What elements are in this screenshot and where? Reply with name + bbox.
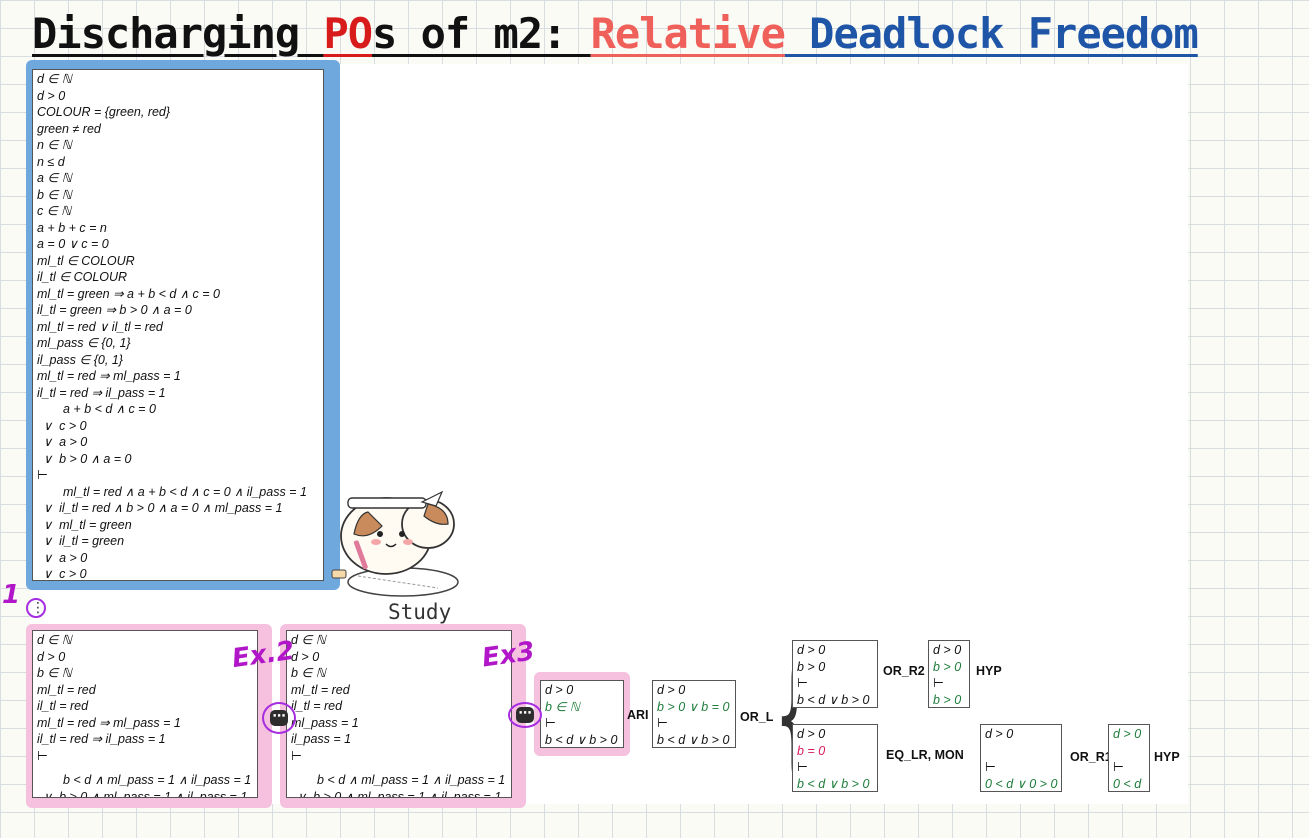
main-sequent: d ∈ ℕ d > 0 COLOUR = {green, red} green ≠ r… [32,69,324,581]
sequent-line: il_tl = green ⇒ b > 0 ∧ a = 0 [37,303,192,317]
sequent-branch2: d > 0 b = 0 ⊢ b < d ∨ b > 0 [792,724,878,792]
sequent-ari-input: d > 0 b ∈ ℕ ⊢ b < d ∨ b > 0 [540,680,624,748]
annotation-ex1: 1 [2,580,21,610]
seq2-goal-line: b < d ∧ ml_pass = 1 ∧ il_pass = 1 [63,773,252,787]
dog-sticker-image [331,490,459,597]
sequent-line: ml_tl ∈ COLOUR [37,253,135,268]
sequent-line: ∨ b > 0 ∧ a = 0 [43,451,132,466]
sequent-line: ml_tl = red ⇒ ml_pass = 1 [37,369,181,383]
sequent-line: ∨ ml_tl = green [43,517,132,532]
sequent-line: ml_tl = green ⇒ a + b < d ∧ c = 0 [37,286,220,301]
sequent-ex2: d ∈ ℕ d > 0 b ∈ ℕ ml_tl = red il_tl = red ml_… [32,630,258,798]
sequent-line: n ∈ ℕ [37,138,72,152]
sequent-line: d ∈ ℕ [37,72,72,86]
sequent-line: COLOUR = {green, red} [37,105,171,119]
ellipsis-icon-2[interactable]: ⋯ [270,710,288,726]
page-title: Discharging POs of m2: Relative Deadlock… [32,9,1199,58]
sequent-branch2-result: d > 0 ⊢ 0 < d [1108,724,1150,792]
sequent-line: d > 0 [37,88,66,103]
sequent-line: ∨ a > 0 [43,435,88,449]
turnstile: ⊢ [37,468,48,482]
seq3-hypotheses: d ∈ ℕ d > 0 b ∈ ℕ ml_tl = red il_tl = red ml_… [291,632,507,748]
vertical-dots-icon[interactable]: ⋮ [31,600,45,616]
turnstile: ⊢ [37,748,48,763]
study-caption: Study [388,600,452,624]
sequent-line: d ∈ ℕ [37,633,72,647]
sequent-line: ∨ c > 0 [43,567,87,581]
sequent-line: b ∈ ℕ [37,666,72,680]
sequent-branch2-mid: d > 0 ⊢ 0 < d ∨ 0 > 0 [980,724,1062,792]
rule-or-l: OR_L [740,710,774,724]
sequent-line: il_tl = red ⇒ il_pass = 1 [37,385,166,400]
guard-line: a + b < d ∧ c = 0 [63,402,156,416]
sequent-line: ml_tl = red [291,682,350,697]
seq2-goal-disjunct: ∨ b > 0 ∧ ml_pass = 1 ∧ il_pass = 1 [43,789,248,798]
rule-or-r2: OR_R2 [883,664,925,678]
sequent-line: ml_tl = red [37,682,96,697]
sequent-line: c ∈ ℕ [37,204,72,218]
sequent-line: green ≠ red [37,121,101,136]
sequent-line: d > 0 [291,649,320,664]
sequent-line: a + b + c = n [37,220,107,235]
seq3-goal-line: b < d ∧ ml_pass = 1 ∧ il_pass = 1 [317,773,506,787]
rule-eq-lr-mon: EQ_LR, MON [886,748,964,762]
guard-disjuncts: ∨ c > 0 ∨ a > 0 ∨ b > 0 ∧ a = 0 [37,418,319,468]
sequent-branch1: d > 0 b > 0 ⊢ b < d ∨ b > 0 [792,640,878,708]
sequent-line: a ∈ ℕ [37,171,72,185]
sequent-line: a = 0 ∨ c = 0 [37,237,109,251]
sequent-line: n ≤ d [37,154,65,169]
seq2-hypotheses: d ∈ ℕ d > 0 b ∈ ℕ ml_tl = red il_tl = red ml_… [37,632,253,748]
turnstile: ⊢ [291,748,302,763]
sequent-line: b ∈ ℕ [37,187,72,202]
sequent-line: il_tl = red [37,699,89,713]
sequent-line: b ∈ ℕ [291,666,326,680]
expand-circle-1[interactable] [26,598,46,618]
sequent-line: ∨ il_tl = red ∧ b > 0 ∧ a = 0 ∧ ml_pass … [43,501,283,515]
sequent-line: il_tl ∈ COLOUR [37,270,128,284]
rule-or-r1: OR_R1 [1070,750,1112,764]
expand-circle-2 [262,702,296,734]
sequent-line: ∨ a > 0 [43,550,88,565]
sequent-line: ml_pass = 1 [291,715,359,730]
ellipsis-icon-3[interactable]: ⋯ [516,707,534,723]
rule-hyp-2: HYP [1154,750,1180,764]
seq3-goal-disjunct: ∨ b > 0 ∧ ml_pass = 1 ∧ il_pass = 1 [297,789,502,798]
sequent-ex3: d ∈ ℕ d > 0 b ∈ ℕ ml_tl = red il_tl = red ml_… [286,630,512,798]
rule-hyp-1: HYP [976,664,1002,678]
sequent-line: ml_tl = red ⇒ ml_pass = 1 [37,715,181,730]
goal-disjuncts: ∨ il_tl = red ∧ b > 0 ∧ a = 0 ∧ ml_pass … [37,500,319,581]
sequent-line: il_pass ∈ {0, 1} [37,352,123,367]
main-hypotheses: d ∈ ℕ d > 0 COLOUR = {green, red} green ≠ r… [37,71,319,401]
expand-circle-3 [508,702,542,728]
sequent-line: il_tl = red ⇒ il_pass = 1 [37,732,166,746]
sequent-line: d > 0 [37,649,66,664]
sequent-or-l-input: d > 0 b > 0 ∨ b = 0 ⊢ b < d ∨ b > 0 [652,680,736,748]
rule-ari: ARI [627,708,649,722]
sequent-branch1-result: d > 0 b > 0 ⊢ b > 0 [928,640,970,708]
sequent-line: ∨ c > 0 [43,418,87,433]
sequent-line: ml_tl = red ∨ il_tl = red [37,319,163,334]
sequent-line: ∨ il_tl = green [43,534,125,548]
sequent-line: d ∈ ℕ [291,633,326,647]
sequent-line: ml_pass ∈ {0, 1} [37,336,131,350]
sequent-line: il_pass = 1 [291,732,352,746]
sequent-line: il_tl = red [291,699,343,713]
goal-line: ml_tl = red ∧ a + b < d ∧ c = 0 ∧ il_pas… [63,484,307,499]
